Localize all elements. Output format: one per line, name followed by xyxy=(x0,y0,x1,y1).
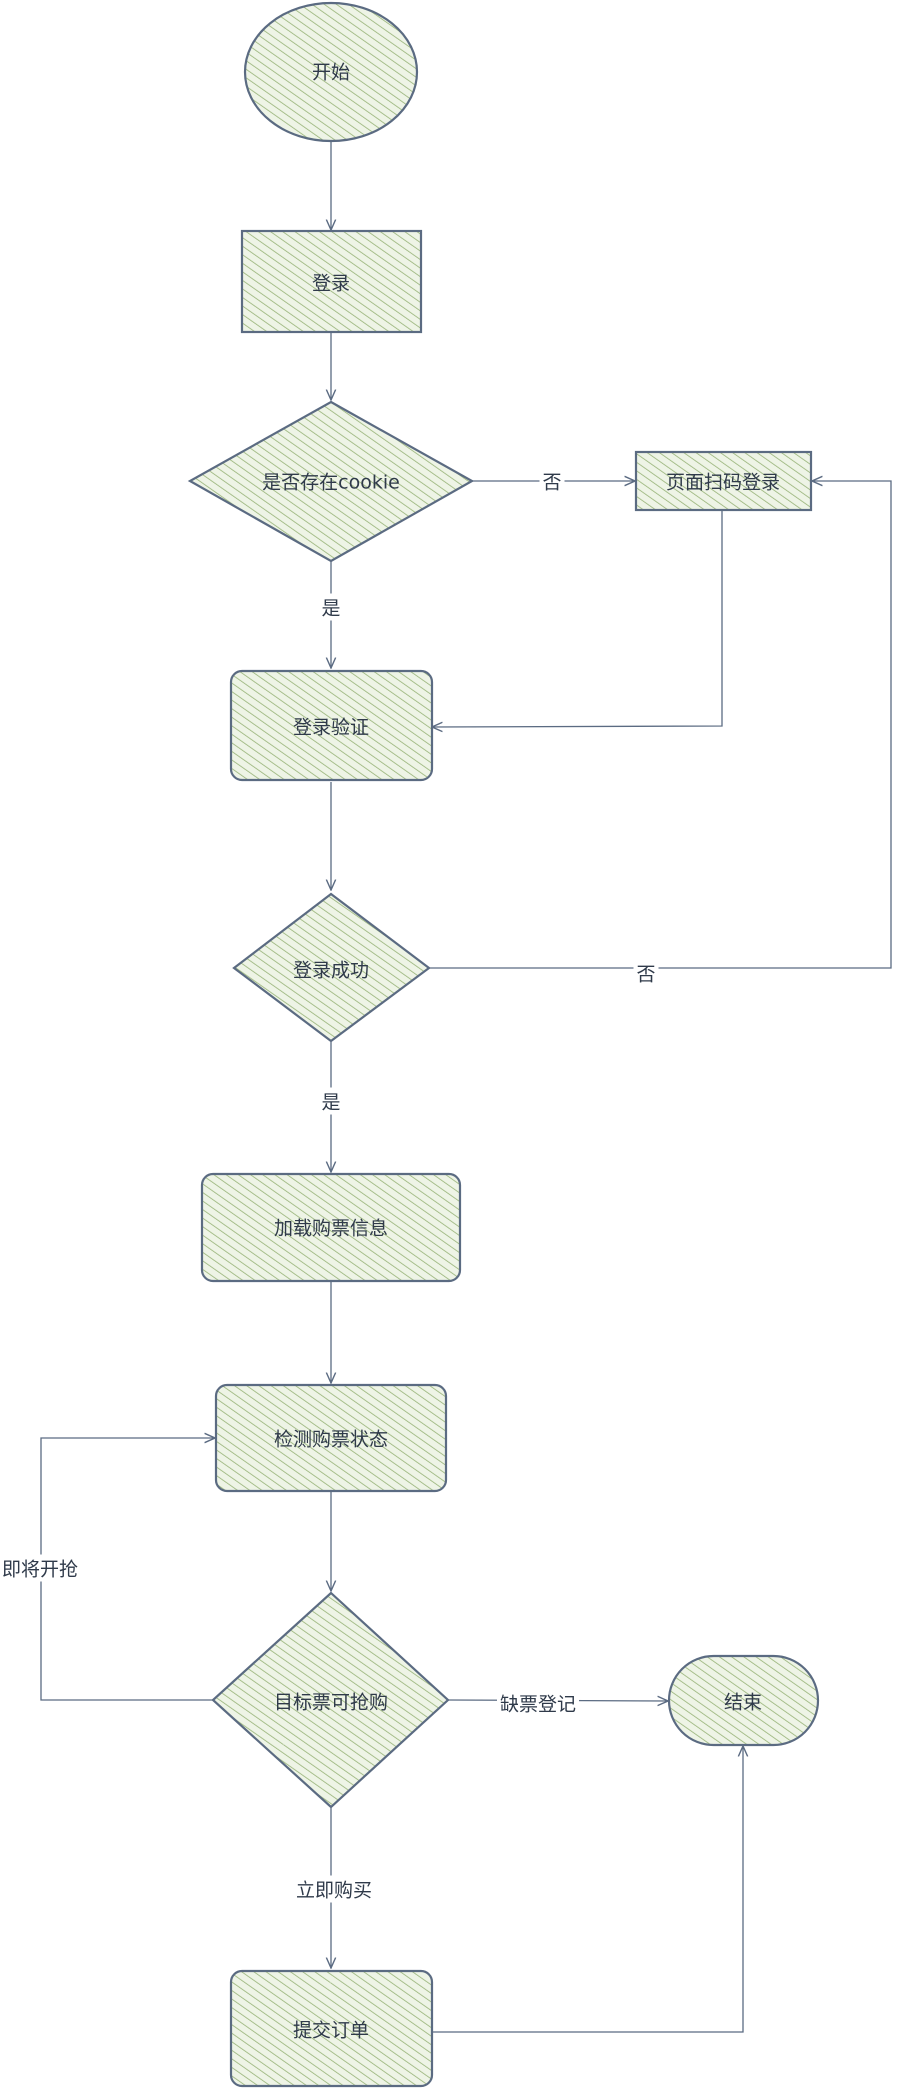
login-node-shape xyxy=(240,229,423,334)
edge-label-coming-soon: 即将开抢 xyxy=(0,1554,82,1582)
check-status-node-shape xyxy=(214,1383,448,1493)
load-info-node-shape xyxy=(200,1172,462,1283)
canbuy-decision-shape xyxy=(211,1591,450,1809)
edge-qr-verify xyxy=(432,511,723,727)
qr-login-node-shape xyxy=(634,450,813,512)
edge-submit-end xyxy=(432,1746,743,2033)
edge-success-qr xyxy=(429,481,892,969)
end-node-shape xyxy=(667,1654,820,1747)
edge-label-cookie-no: 否 xyxy=(539,467,565,495)
edge-label-cookie-yes: 是 xyxy=(318,593,344,621)
edge-label-success-no: 否 xyxy=(633,959,659,987)
start-node-shape xyxy=(243,1,419,143)
submit-order-node-shape xyxy=(229,1969,434,2088)
edge-label-shortage: 缺票登记 xyxy=(496,1689,580,1717)
edge-label-buy-now: 立即购买 xyxy=(292,1875,376,1903)
cookie-decision-shape xyxy=(187,400,475,563)
verify-node-shape xyxy=(229,669,434,782)
success-decision-shape xyxy=(232,892,431,1043)
edge-label-success-yes: 是 xyxy=(318,1087,344,1115)
